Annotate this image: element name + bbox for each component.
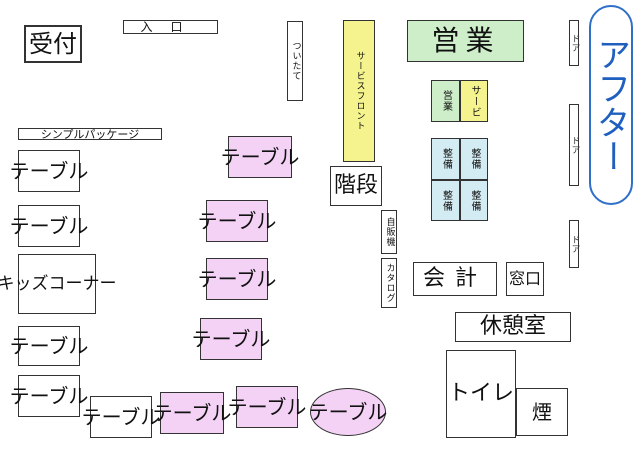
window-counter: 窓口 (506, 262, 544, 296)
service-desk: サービ (460, 80, 488, 122)
maintenance-desk-2: 整備 (460, 138, 488, 180)
stairs: 階段 (330, 166, 382, 206)
lounge: 休憩室 (455, 312, 571, 342)
table-3: テーブル (10, 326, 88, 366)
service-front: サービスフロント (343, 20, 375, 162)
door-1: ドア (569, 20, 580, 66)
door-3: ドア (569, 220, 580, 268)
table-1: テーブル (10, 150, 88, 192)
door-2: ドア (569, 104, 580, 186)
table-5: テーブル (221, 136, 299, 178)
toilet: トイレ (446, 350, 516, 438)
table-10: テーブル (153, 392, 231, 434)
table-11: テーブル (228, 386, 306, 428)
table-9: テーブル (82, 396, 160, 438)
after-label: アフター (589, 5, 633, 205)
partition: ついたて (287, 21, 303, 101)
entrance: 入口 (123, 20, 218, 34)
kids-corner: キッズコーナー (0, 254, 117, 314)
vending-machine: 自販機 (381, 210, 397, 254)
table-7: テーブル (198, 258, 276, 300)
reception: 受付 (24, 25, 82, 63)
sales-area: 営業 (407, 20, 524, 62)
simple-package-label: シンプルパッケージ (18, 128, 162, 140)
table-6: テーブル (198, 200, 276, 242)
accounting: 会計 (413, 262, 497, 296)
maintenance-desk-1: 整備 (431, 138, 460, 180)
table-4: テーブル (10, 375, 88, 417)
smoking-area: 煙 (516, 388, 568, 436)
sales-desk: 営業 (431, 80, 460, 122)
table-8: テーブル (192, 318, 270, 360)
maintenance-desk-4: 整備 (460, 180, 488, 221)
maintenance-desk-3: 整備 (431, 180, 460, 221)
table-2: テーブル (10, 205, 88, 247)
table-12: テーブル (309, 388, 387, 436)
catalog-rack: カタログ (381, 258, 397, 308)
